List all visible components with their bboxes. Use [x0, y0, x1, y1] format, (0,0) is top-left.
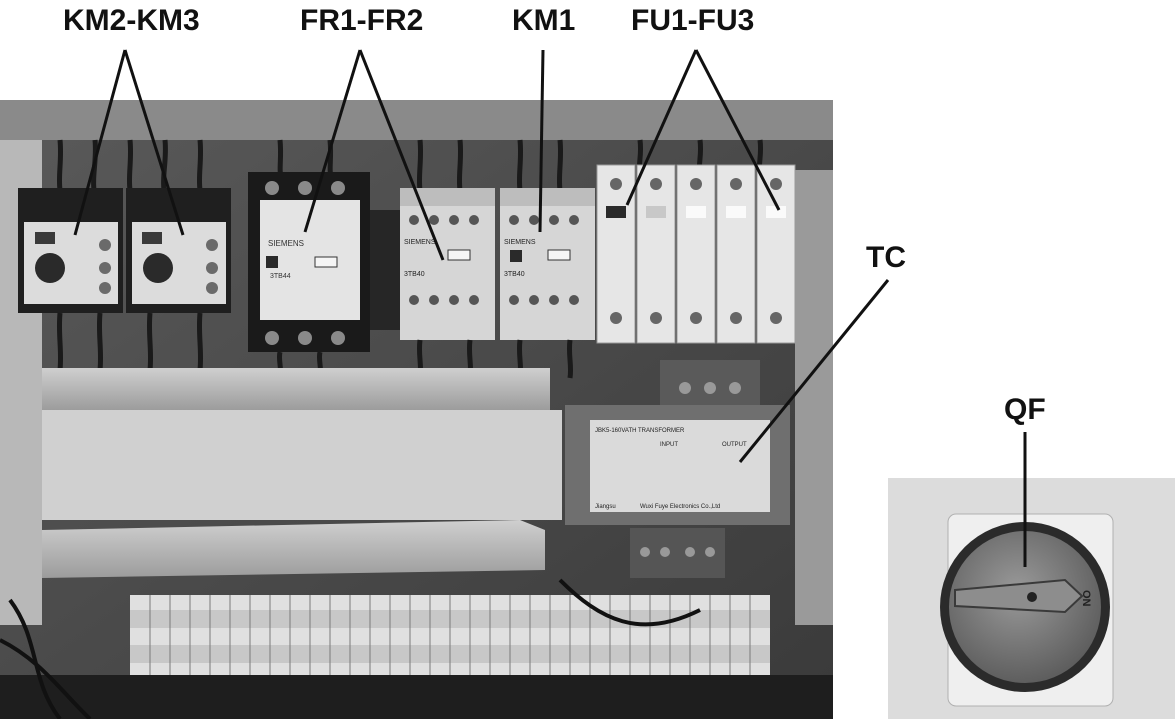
cable-duct-upper: [42, 368, 550, 410]
model-3tb40-a: 3TB40: [404, 271, 425, 278]
wire-bundle-bottom: [0, 675, 833, 719]
siemens-label-b: SIEMENS: [504, 239, 536, 246]
model-3tb40-b: 3TB40: [504, 271, 525, 278]
contactor-3tb40-a: SIEMENS 3TB40: [400, 188, 495, 340]
mounting-plate: [42, 410, 562, 520]
contactor-fr: SIEMENS 3TB44: [248, 172, 370, 352]
fr1-leader: [303, 49, 362, 233]
km3-leader: [123, 49, 185, 236]
km1-leader: [538, 49, 545, 233]
terminal-strip: [130, 595, 770, 675]
contactor-km3: [126, 188, 231, 313]
model-3tb44: 3TB44: [270, 273, 291, 280]
label-km2-km3: KM2-KM3: [63, 4, 200, 37]
transformer-tc: JBK5-160VATH TRANSFORMER INPUT OUTPUT Ji…: [565, 360, 790, 578]
control-panel-photo: SIEMENS 3TB44 SIEMENS 3TB40: [0, 100, 833, 719]
transformer-origin: Jiangsu: [595, 504, 616, 510]
contactor-km2: [18, 188, 123, 313]
switch-on-label: ON: [1080, 590, 1092, 607]
panel-right-rail: [795, 170, 833, 625]
callout-lines: [73, 49, 1027, 567]
switch-screw: [1027, 592, 1037, 602]
siemens-label-large: SIEMENS: [268, 239, 304, 248]
switch-handle: [954, 578, 1084, 614]
fr2-leader: [358, 49, 445, 261]
km2-leader: [73, 49, 127, 236]
label-tc: TC: [866, 241, 906, 274]
label-fr1-fr2: FR1-FR2: [300, 4, 424, 37]
transformer-output: OUTPUT: [722, 442, 747, 448]
siemens-label-a: SIEMENS: [404, 239, 436, 246]
rotary-switch-photo: ON: [888, 478, 1175, 719]
fu1-leader: [625, 49, 698, 206]
transformer-maker: Wuxi Fuye Electronics Co.,Ltd: [640, 504, 720, 510]
fuse-holders: [596, 164, 796, 344]
label-fu1-fu3: FU1-FU3: [631, 4, 755, 37]
bottom-wires: [0, 578, 701, 719]
panel-top-frame: [0, 100, 833, 140]
fu3-leader: [694, 49, 781, 211]
terminal-block-small: [370, 210, 400, 330]
contactor-km1: SIEMENS 3TB40: [500, 188, 595, 340]
tc-leader: [738, 279, 890, 463]
transformer-header: JBK5-160VATH TRANSFORMER: [595, 428, 685, 434]
label-km1: KM1: [512, 4, 576, 37]
label-qf: QF: [1004, 393, 1046, 426]
cable-duct-lower: [42, 520, 545, 578]
transformer-input: INPUT: [660, 442, 678, 448]
